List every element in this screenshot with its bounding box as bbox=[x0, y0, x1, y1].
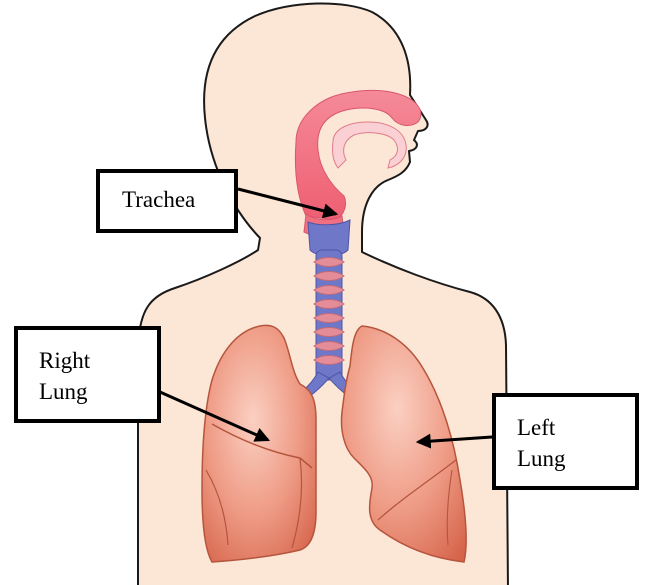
right-lung-label-box: Right Lung bbox=[14, 326, 161, 423]
left-lung-label-line1: Left bbox=[517, 412, 635, 443]
left-lung-label-box: Left Lung bbox=[492, 393, 639, 490]
right-lung-label-line2: Lung bbox=[39, 376, 157, 407]
trachea-label: Trachea bbox=[122, 184, 234, 215]
right-lung-label-line1: Right bbox=[39, 345, 157, 376]
left-lung-label-line2: Lung bbox=[517, 443, 635, 474]
trachea-label-box: Trachea bbox=[96, 169, 238, 233]
